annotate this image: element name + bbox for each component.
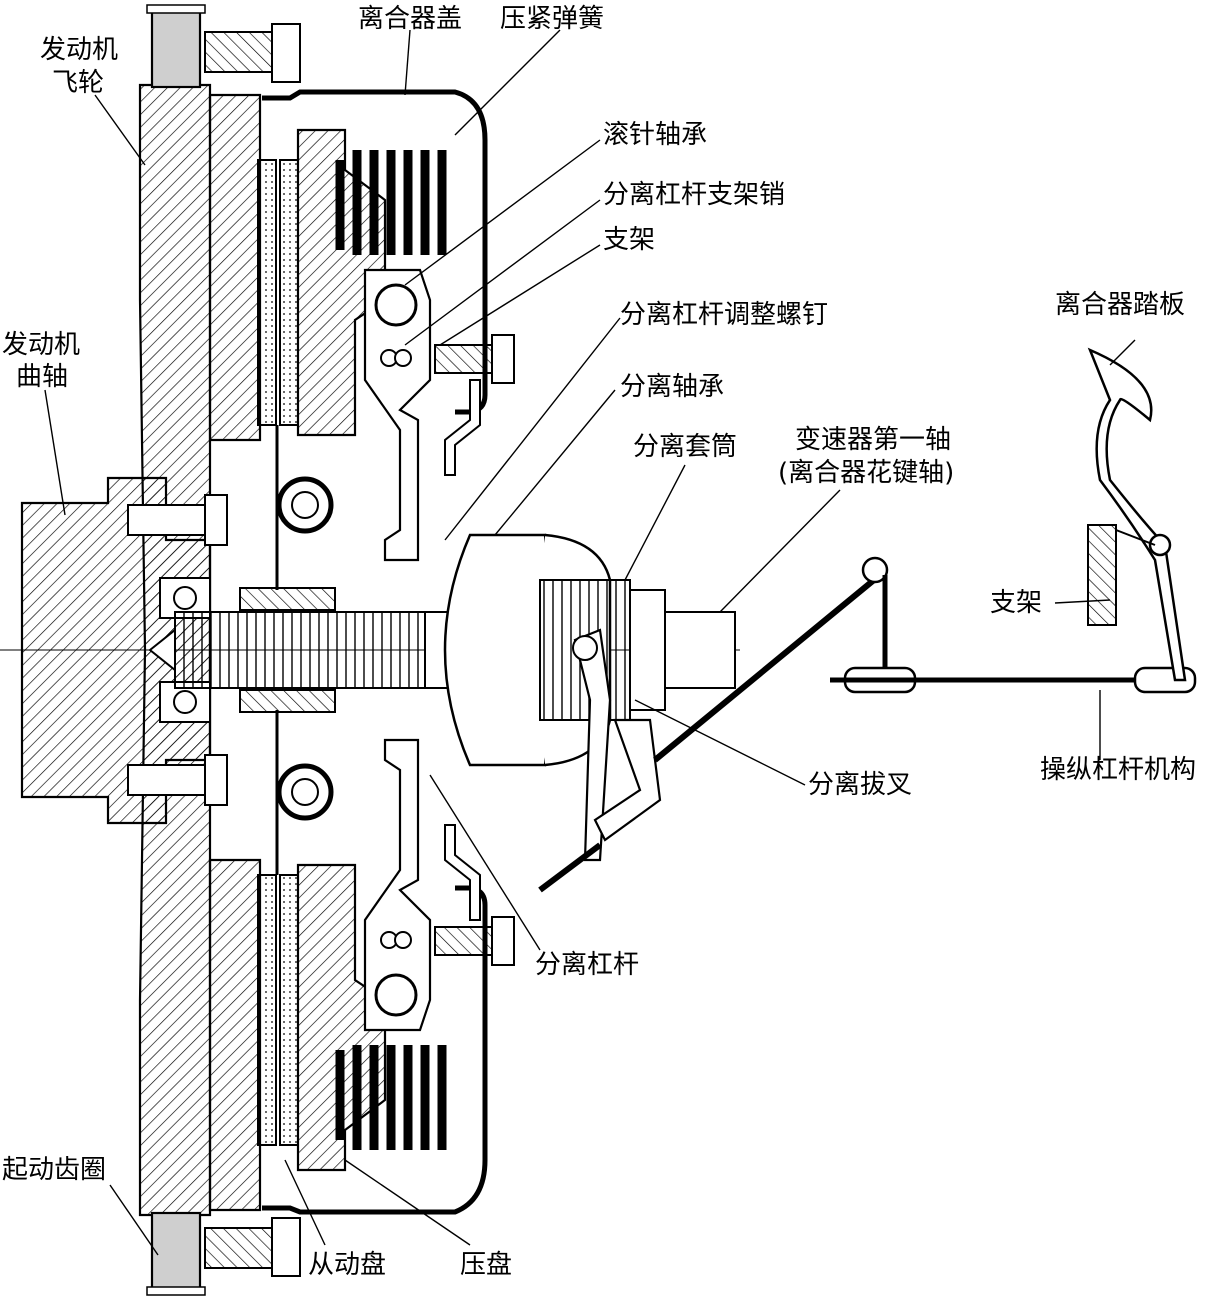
- pressure-spring-top: [335, 150, 447, 255]
- label-clutch-cover: 离合器盖: [358, 4, 463, 34]
- label-input-shaft-line1: 变速器第一轴: [795, 425, 952, 455]
- starter-ring-top: [146, 4, 206, 89]
- label-bracket: 支架: [603, 225, 656, 255]
- label-needle-bearing: 滚针轴承: [603, 120, 708, 150]
- label-flywheel-line2: 飞轮: [52, 68, 105, 98]
- label-crankshaft-line2: 曲轴: [16, 362, 69, 392]
- label-pressure-plate: 压盘: [460, 1250, 513, 1280]
- leader-lines: [44, 29, 1136, 1256]
- label-pressure-spring: 压紧弹簧: [500, 4, 605, 34]
- label-adjust-screw: 分离杠杆调整螺钉: [620, 300, 829, 330]
- label-flywheel-line1: 发动机: [40, 35, 119, 65]
- label-release-lever: 分离杠杆: [535, 950, 640, 980]
- clutch-pedal: [1087, 347, 1187, 682]
- label-input-shaft-line2: (离合器花键轴): [778, 458, 955, 488]
- label-starter-ring: 起动齿圈: [2, 1155, 107, 1185]
- pressure-plate: [296, 128, 387, 1172]
- label-crankshaft-line1: 发动机: [2, 330, 81, 360]
- crank-bolt-bottom: [127, 754, 228, 806]
- cover-bolt-top: [204, 23, 301, 83]
- label-driven-disc: 从动盘: [308, 1250, 387, 1280]
- release-sleeve: [539, 579, 666, 721]
- adjust-screw-bottom: [434, 916, 515, 966]
- label-release-sleeve: 分离套筒: [633, 432, 738, 462]
- label-pedal-bracket: 支架: [990, 588, 1043, 618]
- pressure-spring-bottom: [335, 1045, 447, 1150]
- release-lever-top: [363, 268, 432, 562]
- label-linkage: 操纵杠杆机构: [1040, 755, 1197, 785]
- label-clutch-pedal: 离合器踏板: [1055, 290, 1186, 320]
- torsion-spring-bottom: [276, 763, 334, 821]
- crank-bolt-top: [127, 494, 228, 546]
- torsion-spring-top: [276, 476, 334, 534]
- lever-bracket: [444, 379, 481, 921]
- label-release-fork: 分离拔叉: [808, 770, 913, 800]
- label-release-bearing: 分离轴承: [620, 372, 725, 402]
- adjust-screw-top: [434, 334, 515, 384]
- label-lever-pin: 分离杠杆支架销: [603, 180, 786, 210]
- cover-bolt-bottom: [204, 1217, 301, 1277]
- release-fork: [538, 628, 662, 893]
- release-lever-bottom: [363, 738, 432, 1032]
- starter-ring-bottom: [146, 1211, 206, 1296]
